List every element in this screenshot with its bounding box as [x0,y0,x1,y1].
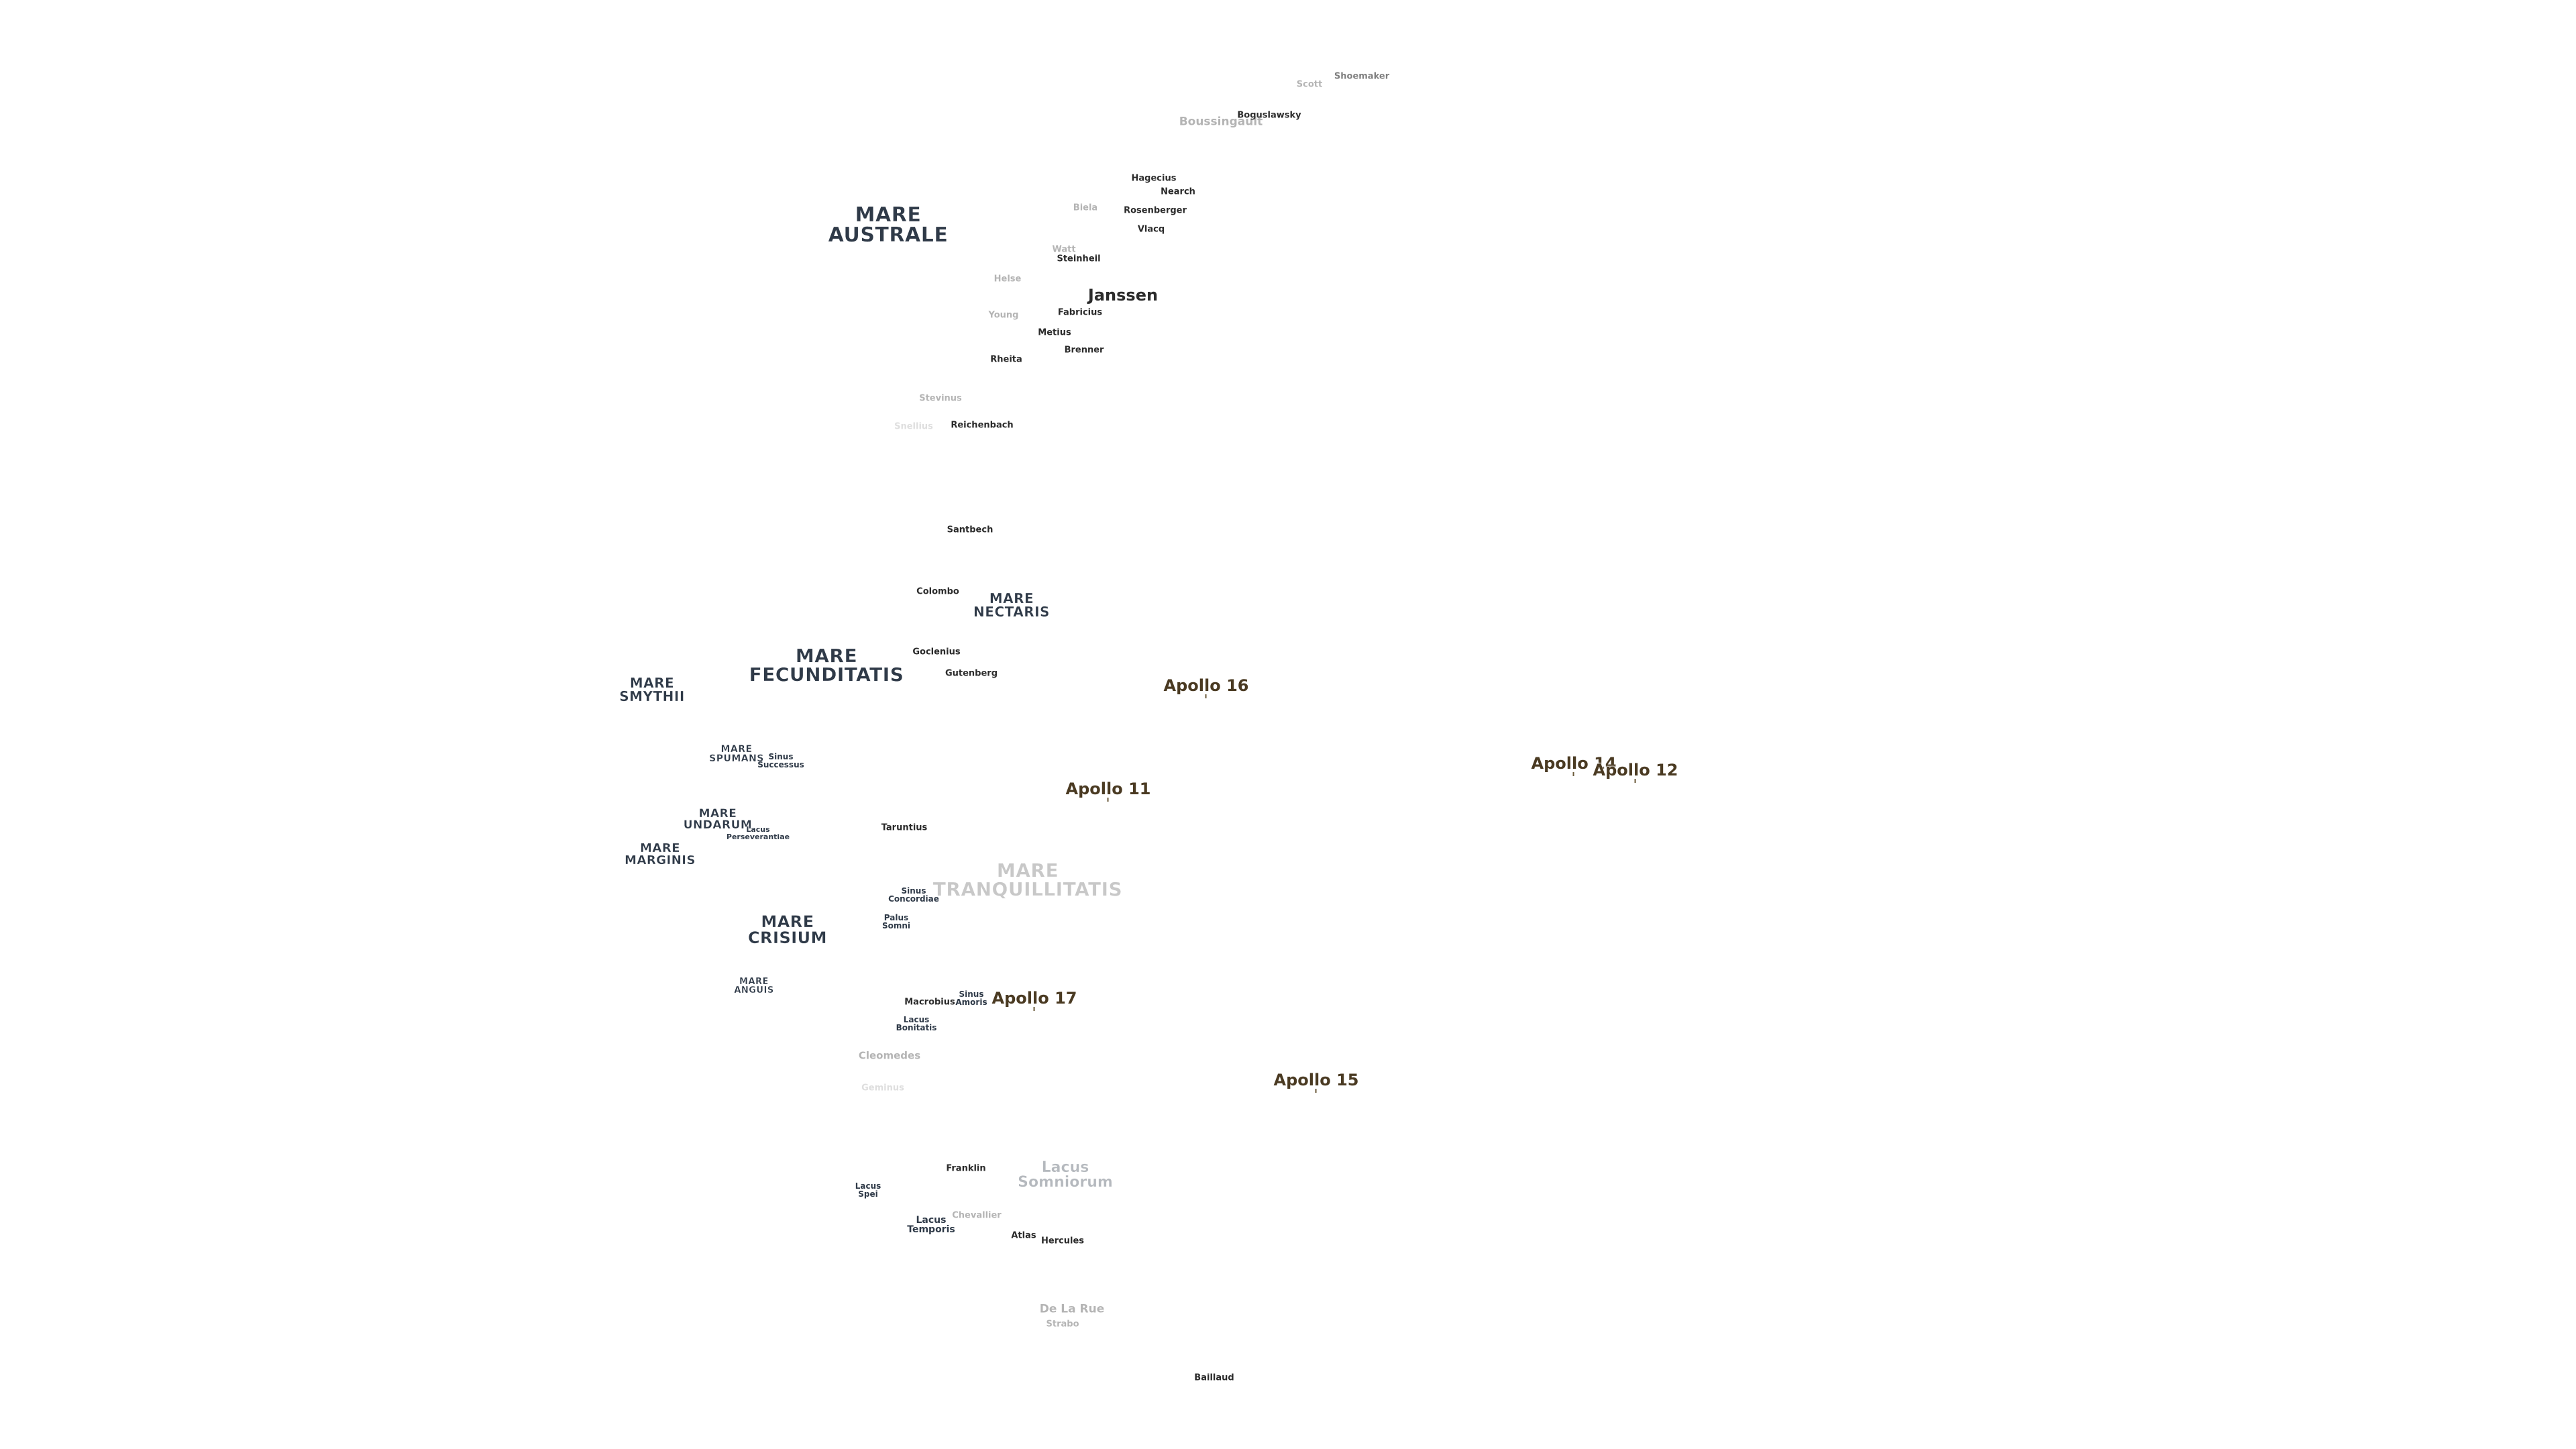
label-apollo-14: Apollo 14 [1531,754,1617,776]
label-fabricius: Fabricius [1057,307,1103,318]
label-franklin: Franklin [946,1163,986,1174]
label-sinus-successus: Sinus Successus [757,752,804,769]
label-mare-marginis: MARE MARGINIS [625,841,696,867]
label-gutenberg: Gutenberg [945,668,998,679]
label-baillaud: Baillaud [1194,1373,1234,1383]
label-vlacq: Vlacq [1137,224,1165,235]
label-mare-australe: MARE AUSTRALE [828,203,949,247]
label-brenner: Brenner [1064,345,1104,356]
label-rheita: Rheita [990,354,1022,365]
label-strabo: Strabo [1046,1319,1079,1330]
label-mare-nectaris: MARE NECTARIS [973,590,1050,620]
label-sinus-amoris: Sinus Amoris [955,989,987,1007]
label-reichenbach: Reichenbach [951,420,1014,431]
label-hulse: Helse [994,274,1022,284]
label-taruntius: Taruntius [881,822,928,833]
label-lacus-temporis: Lacus Temporis [907,1215,955,1235]
label-boussingault: Boussingault [1179,115,1263,129]
label-santbech: Santbech [947,525,994,535]
label-nearch: Nearch [1161,186,1195,197]
label-atlas: Atlas [1011,1230,1036,1241]
label-macrobius: Macrobius [904,997,955,1008]
label-steinheil: Steinheil [1057,254,1101,264]
label-goclenius: Goclenius [912,647,961,657]
label-boguslawsky: Boguslawsky [1237,110,1301,121]
label-shoemaker: Shoemaker [1334,71,1390,82]
label-mare-spumans: MARE SPUMANS [709,744,764,764]
label-metius: Metius [1038,327,1071,338]
label-biela: Biela [1073,203,1098,213]
label-palus-somni: Palus Somni [881,913,911,930]
label-apollo-15: Apollo 15 [1273,1071,1359,1093]
label-geminus: Geminus [861,1083,904,1093]
label-janssen: Janssen [1087,286,1159,305]
label-apollo-11: Apollo 11 [1065,780,1151,802]
label-mare-undarum: MARE UNDARUM [683,807,753,832]
label-snellius: Snellius [894,421,933,432]
label-scott: Scott [1296,79,1323,90]
label-mare-fecunditatis: MARE FECUNDITATIS [749,645,904,686]
label-colombo: Colombo [916,586,959,597]
label-mare-tranquillitatis: MARE TRANQUILLITATIS [932,859,1123,900]
label-apollo-17: Apollo 17 [991,989,1077,1011]
label-hagecius: Hagecius [1131,173,1177,184]
label-rosenberger: Rosenberger [1124,205,1187,216]
label-stevinus: Stevinus [919,393,962,404]
label-young: Young [988,310,1019,321]
label-lacus-somniorum: Lacus Somniorum [1018,1159,1113,1191]
label-apollo-12: Apollo 12 [1593,761,1678,783]
label-mare-crisium: MARE CRISIUM [747,912,828,947]
label-cleomedes: Cleomedes [858,1049,921,1062]
label-chevallier: Chevallier [952,1210,1002,1221]
label-lacus-perseverantiae: Lacus Perseverantiae [726,825,790,841]
label-sinus-concordiae: Sinus Concordiae [888,886,939,904]
label-mare-anguis: MARE ANGUIS [734,977,774,996]
label-lacus-bonitatis: Lacus Bonitatis [896,1015,937,1032]
label-mare-smythii: MARE SMYTHII [619,675,685,704]
label-lacus-spei: Lacus Spei [855,1181,881,1199]
label-de-la-rue: De La Rue [1039,1302,1105,1316]
label-apollo-16: Apollo 16 [1163,676,1249,698]
label-watt: Watt [1052,244,1076,255]
label-hercules: Hercules [1040,1236,1085,1246]
